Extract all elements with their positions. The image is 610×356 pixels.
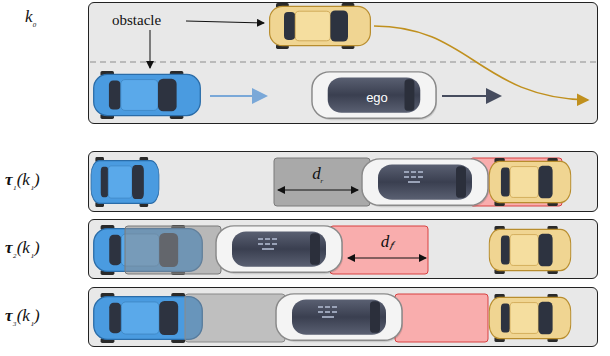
time-step-panel: k₀ego — [88, 2, 598, 124]
ego-vehicle: ego — [347, 87, 407, 107]
step-label: k₀ — [25, 7, 37, 27]
step-label: τ₁(k₁) — [5, 170, 40, 190]
step-label: τ₂(k₁) — [5, 238, 40, 258]
step-label: τ₃(k₁) — [5, 306, 40, 326]
ego-label: ego — [366, 90, 388, 105]
dimension-label: dᵣ — [312, 164, 323, 184]
dimension-label: d𝑓 — [381, 232, 394, 252]
obstacle-label: obstacle — [112, 12, 161, 29]
trajectory-panel: τ₁(k₁) — [88, 151, 598, 212]
trajectory-panel: τ₂(k₁) — [88, 219, 598, 279]
trajectory-panel: τ₃(k₁) — [88, 287, 598, 347]
